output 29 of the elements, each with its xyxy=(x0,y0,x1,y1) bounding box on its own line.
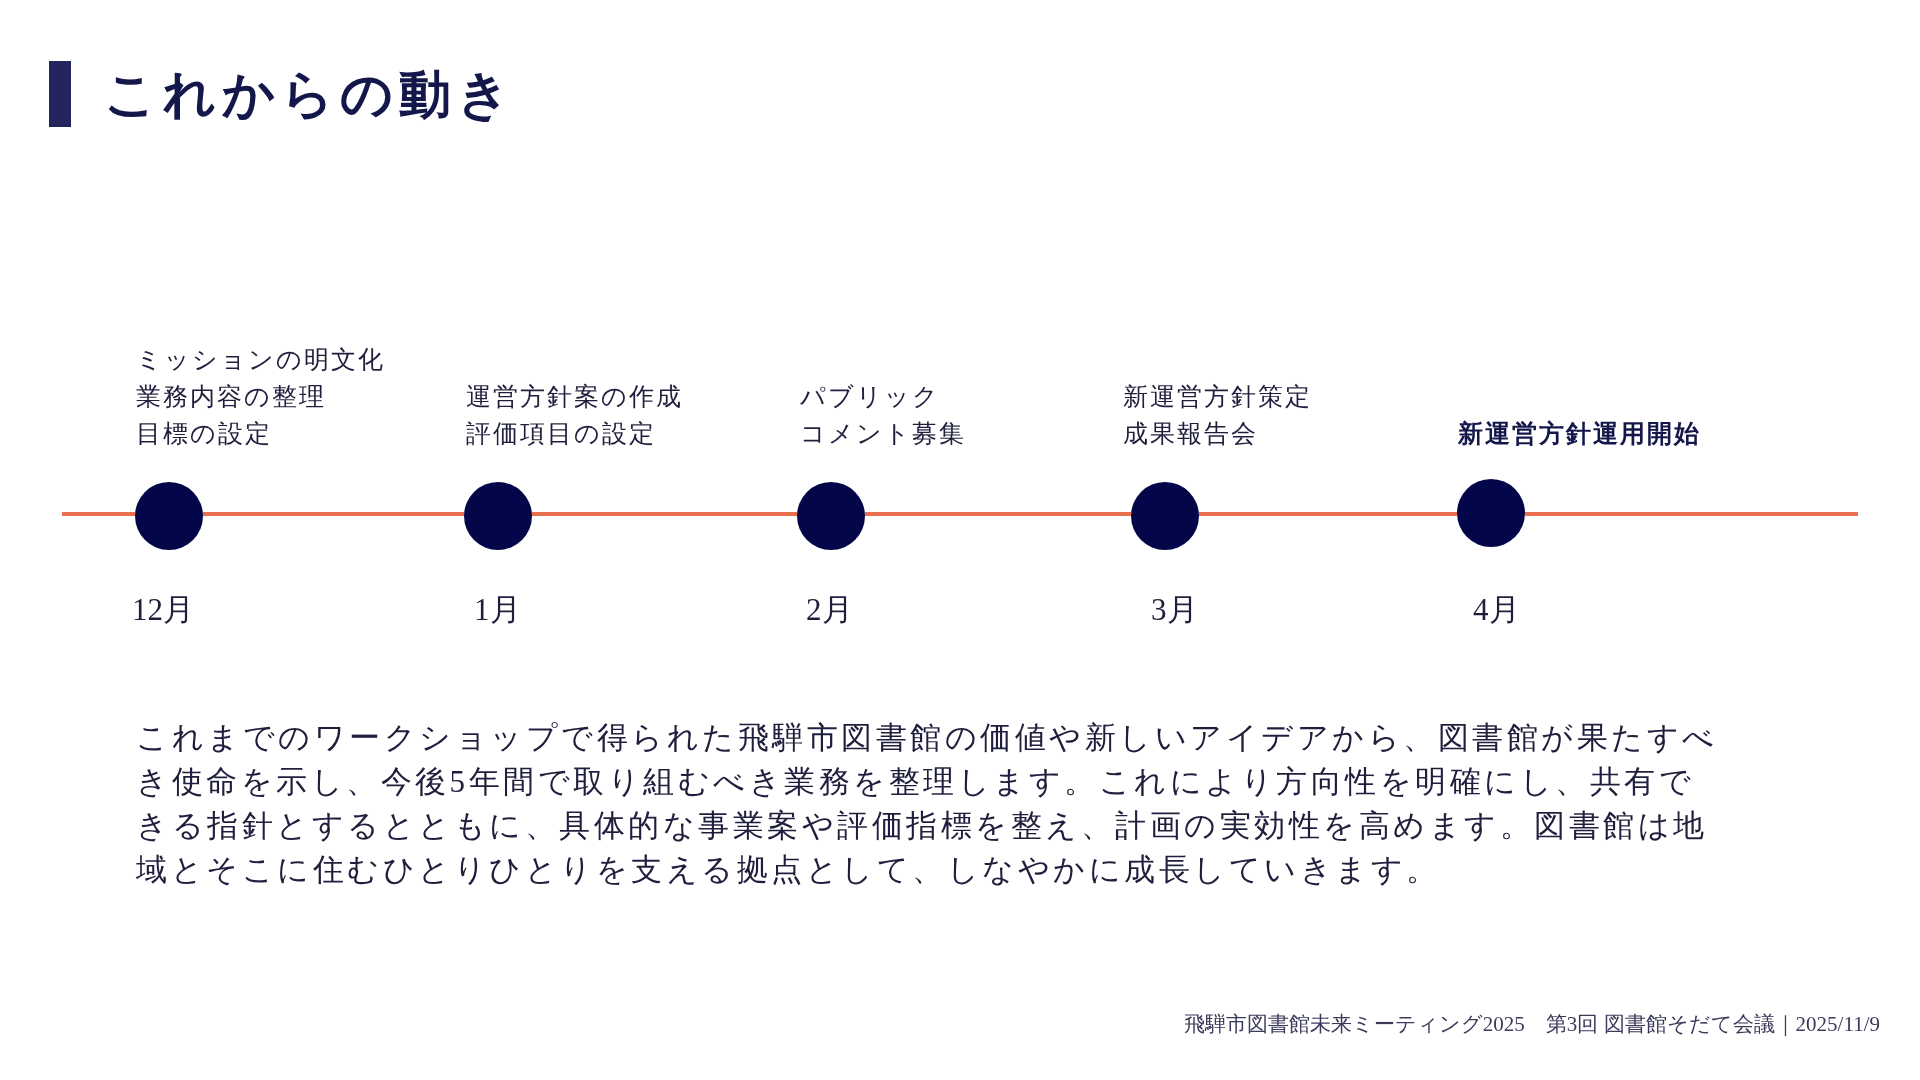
milestone-label: 評価項目の設定 xyxy=(466,419,656,449)
milestone-label: 運営方針案の作成 xyxy=(466,382,683,412)
timeline-line xyxy=(1525,512,1858,516)
milestone-dot xyxy=(1457,479,1525,547)
footer-text: 飛騨市図書館未来ミーティング2025 第3回 図書館そだて会議｜2025/11/9 xyxy=(1183,1011,1880,1038)
milestone-dot xyxy=(1131,482,1199,550)
month-label: 2月 xyxy=(806,591,853,629)
milestone-label: 成果報告会 xyxy=(1123,419,1258,449)
milestone-label: 新運営方針運用開始 xyxy=(1458,419,1701,449)
milestone-label: 目標の設定 xyxy=(136,419,272,449)
milestone-dot xyxy=(797,482,865,550)
timeline-line xyxy=(62,512,135,516)
description-paragraph: これまでのワークショップで得られた飛騨市図書館の価値や新しいアイデアから、図書館が果たすべき使命を示し、今後5年間で取り組むべき業務を整理します。これにより方向性を明確にし、共有できる指針とするとともに、具体的な事業案や評価指標を整え、計画の実効性を高めます。図書館は地域とそこに住むひとりひとりを支える拠点として、しなやかに成長していきます。 xyxy=(136,719,1719,889)
slide-title: これからの動き xyxy=(104,65,516,125)
milestone-label: コメント募集 xyxy=(800,419,966,449)
timeline-line xyxy=(865,512,1131,516)
timeline-line xyxy=(532,512,797,516)
month-label: 4月 xyxy=(1473,591,1520,629)
milestone-dot xyxy=(135,482,203,550)
month-label: 3月 xyxy=(1151,591,1198,629)
milestone-label: ミッションの明文化 xyxy=(136,345,385,375)
month-label: 12月 xyxy=(132,591,194,629)
timeline-line xyxy=(203,512,464,516)
milestone-label: パブリック xyxy=(800,382,940,412)
milestone-label: 新運営方針策定 xyxy=(1123,382,1312,412)
timeline-line xyxy=(1199,512,1457,516)
milestone-label: 業務内容の整理 xyxy=(136,382,326,412)
milestone-dot xyxy=(464,482,532,550)
month-label: 1月 xyxy=(474,591,521,629)
